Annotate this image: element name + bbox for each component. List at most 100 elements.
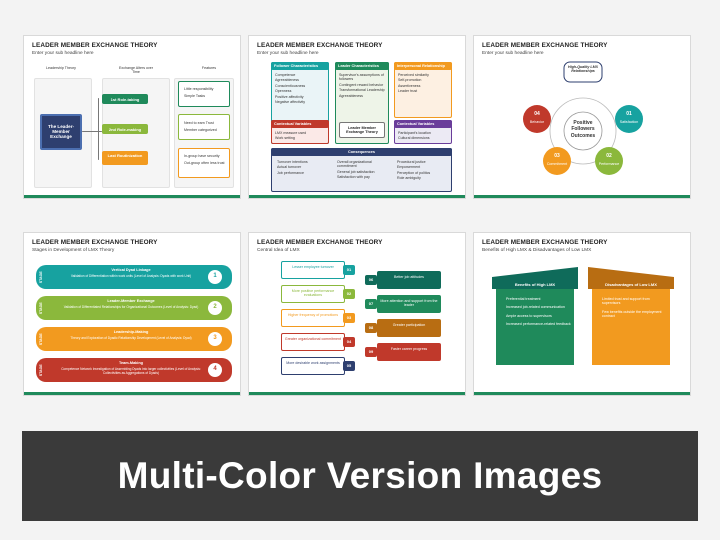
list-item: Perception of politics — [397, 170, 431, 175]
idea-number: 06 — [365, 275, 377, 285]
idea-number: 08 — [365, 323, 377, 333]
list-item: Leader trust — [398, 89, 418, 94]
slide-title: LEADER MEMBER EXCHANGE THEORY — [32, 239, 158, 246]
stage-box: 2nd Role-making — [102, 124, 148, 134]
slide-thumbnail-6[interactable]: LEADER MEMBER EXCHANGE THEORY Benefits o… — [473, 232, 691, 396]
list-item: Work setting — [275, 136, 295, 141]
list-item: Actual turnover — [277, 165, 302, 170]
feature-text: Simple Tasks — [184, 94, 206, 98]
slide-subtitle: Enter your sub headline here — [482, 51, 544, 56]
stage-box: Last Routinization — [102, 151, 148, 165]
group-header: Contextual Variables — [271, 120, 329, 128]
list-item: Empowerment — [397, 165, 421, 170]
idea-text: More positive performance evaluations — [291, 289, 335, 298]
list-item: Transformational Leadership — [339, 88, 385, 93]
stage-tag: STAGE — [38, 302, 43, 315]
list-item: Conscientiousness — [275, 83, 306, 88]
column-header: Exchange Alters over Time — [119, 66, 153, 75]
feature-text: Out-group often less trust — [184, 161, 225, 165]
bullet-item: Few benefits outside the employment cont… — [602, 309, 662, 319]
slide-title: LEADER MEMBER EXCHANGE THEORY — [482, 239, 608, 246]
slide-thumbnail-1[interactable]: LEADER MEMBER EXCHANGE THEORY Enter your… — [23, 35, 241, 199]
list-item: Role ambiguity — [397, 176, 421, 181]
accent-bar — [474, 195, 690, 198]
group-header: Consequences — [271, 148, 452, 156]
bullet-item: Ample access to supervisors — [506, 313, 552, 318]
slide-thumbnail-5[interactable]: LEADER MEMBER EXCHANGE THEORY Central Id… — [248, 232, 466, 396]
feature-text: In-group have security — [184, 154, 220, 158]
accent-bar — [249, 195, 465, 198]
slide-thumbnail-3[interactable]: LEADER MEMBER EXCHANGE THEORY Enter your… — [473, 35, 691, 199]
node-number: 02 — [606, 153, 612, 159]
slide-thumbnail-2[interactable]: LEADER MEMBER EXCHANGE THEORY Enter your… — [248, 35, 466, 199]
idea-box — [377, 343, 441, 361]
stage-description: Validation of Differentiation within wor… — [70, 274, 192, 278]
node-label: Satisfaction — [619, 120, 639, 124]
slide-subtitle: Benefits of High LMX & Disadvantages of … — [482, 248, 592, 253]
list-item: Positive affectivity — [275, 94, 304, 99]
node-number: 03 — [554, 153, 560, 159]
top-node-label: High-Quality LMX Relationships — [568, 65, 598, 74]
list-item: Participant's location — [398, 131, 431, 135]
idea-text: Faster career progress — [390, 347, 428, 351]
idea-text: More desirable work assignments — [286, 361, 340, 365]
list-item: Turnover intentions — [277, 160, 308, 164]
slide-title: LEADER MEMBER EXCHANGE THEORY — [482, 42, 608, 49]
feature-text: Need to earn Trust — [184, 121, 214, 125]
cycle-diagram — [523, 61, 643, 175]
node-number: 04 — [534, 111, 540, 117]
idea-text: Greater organizational commitment — [284, 337, 342, 341]
stage-number: 1 — [208, 270, 222, 284]
bullet-item: Preferential treatment — [506, 297, 541, 301]
node-label: Commitment — [546, 162, 568, 166]
idea-number: 02 — [343, 289, 355, 299]
accent-bar — [24, 392, 240, 395]
stage-number: 2 — [208, 301, 222, 315]
list-item: Perceived similarity — [398, 73, 429, 77]
node-number: 01 — [626, 111, 632, 117]
center-box: The Leader-Member Exchange — [40, 114, 82, 150]
idea-box — [377, 319, 441, 337]
stage-heading: Leader-Member Exchange — [107, 299, 155, 303]
idea-text: More attention and support from the lead… — [380, 299, 438, 308]
bullet-item: Limited trust and support from superviso… — [602, 297, 650, 306]
idea-number: 03 — [343, 313, 355, 323]
slide-subtitle: Enter your sub headline here — [257, 51, 319, 56]
list-item: Competence — [275, 73, 296, 77]
idea-text: Better job attitudes — [394, 275, 424, 279]
stage-description: Competence Network Investigation of Asse… — [61, 367, 201, 375]
list-item: Procedural justice — [397, 160, 426, 164]
list-item: Cultural dimensions — [398, 136, 430, 141]
slide-subtitle: Central Idea of LMX — [257, 248, 300, 253]
idea-box — [377, 271, 441, 289]
stage-description: Validation of Differentiated Relationshi… — [63, 305, 199, 309]
stage-tag: STAGE — [38, 364, 43, 377]
bullet-item: Increased job-related communication — [506, 305, 565, 310]
idea-number: 01 — [343, 265, 355, 275]
idea-text: Lesser employee turnover — [292, 265, 334, 269]
list-item: Agreeableness — [339, 93, 363, 98]
slide-subtitle: Enter your sub headline here — [32, 51, 94, 56]
center-label: Positive Followers Outcomes — [570, 120, 596, 139]
idea-number: 09 — [365, 347, 377, 357]
idea-number: 04 — [343, 337, 355, 347]
slide-thumbnail-4[interactable]: LEADER MEMBER EXCHANGE THEORY Stages in … — [23, 232, 241, 396]
list-item: Assertiveness — [398, 83, 421, 88]
column-header: Leadership Theory — [46, 66, 76, 70]
banner-title: Multi-Color Version Images — [117, 455, 603, 496]
idea-text: Higher frequency of promotions — [287, 313, 339, 317]
list-item: Satisfaction with pay — [337, 175, 370, 180]
node-label: Performance — [598, 162, 620, 166]
stage-tag: STAGE — [38, 271, 43, 284]
list-item: Contingent reward behavior — [339, 82, 384, 87]
idea-box — [377, 295, 441, 313]
comparison-graphic — [492, 267, 674, 365]
feature-text: Member categorized — [184, 128, 217, 132]
